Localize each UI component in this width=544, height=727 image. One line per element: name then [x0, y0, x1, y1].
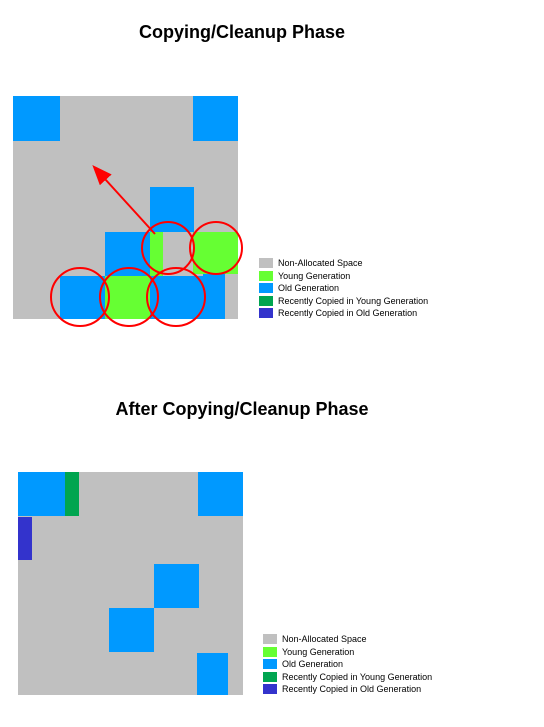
legend-label: Non-Allocated Space: [278, 258, 363, 269]
after-copying-phase-title: After Copying/Cleanup Phase: [115, 399, 369, 419]
recent-old-swatch: [259, 308, 273, 319]
legend-label: Recently Copied in Young Generation: [282, 671, 433, 682]
copy-direction-arrow: [92, 165, 156, 235]
legend-item: Young Generation: [263, 646, 432, 659]
legend-label: Young Generation: [282, 646, 355, 657]
heap-grid-after-copying: [18, 472, 243, 695]
legend-label: Recently Copied in Old Generation: [282, 684, 422, 695]
young-gen-swatch: [259, 270, 273, 281]
legend-item: Recently Copied in Old Generation: [259, 307, 428, 320]
old-gen-block: [109, 608, 154, 652]
legend-label: Non-Allocated Space: [282, 634, 367, 645]
highlight-circle: [189, 221, 243, 275]
recent-young-swatch: [263, 671, 277, 682]
legend-label: Old Generation: [282, 659, 344, 670]
legend-top: Non-Allocated Space Young Generation Old…: [259, 257, 428, 320]
old-gen-block: [150, 276, 225, 319]
highlight-circle: [141, 221, 195, 275]
legend-item: Recently Copied in Young Generation: [259, 295, 428, 308]
legend-item: Recently Copied in Old Generation: [263, 683, 432, 696]
recent-old-swatch: [263, 684, 277, 695]
old-gen-block: [18, 472, 65, 516]
legend-label: Recently Copied in Young Generation: [278, 295, 429, 306]
legend-label: Recently Copied in Old Generation: [278, 308, 418, 319]
old-gen-swatch: [259, 283, 273, 294]
legend-item: Old Generation: [259, 282, 428, 295]
highlight-circle: [99, 267, 159, 327]
recent-young-block: [65, 472, 79, 516]
legend-item: Old Generation: [263, 658, 432, 671]
young-gen-block: [150, 232, 163, 277]
old-gen-block: [13, 96, 60, 141]
young-gen-swatch: [263, 646, 277, 657]
old-gen-swatch: [263, 659, 277, 670]
young-gen-block: [105, 276, 150, 319]
old-gen-block: [197, 653, 228, 695]
old-gen-block: [60, 276, 105, 319]
old-gen-block: [193, 96, 238, 141]
highlight-circle: [146, 267, 206, 327]
legend-item: Non-Allocated Space: [263, 633, 432, 646]
old-gen-block: [198, 472, 243, 516]
legend-label: Old Generation: [278, 283, 340, 294]
recent-young-swatch: [259, 295, 273, 306]
old-gen-block: [203, 274, 225, 276]
copying-phase-title: Copying/Cleanup Phase: [138, 22, 346, 42]
legend-item: Young Generation: [259, 270, 428, 283]
non-allocated-swatch: [259, 258, 273, 269]
old-gen-block: [154, 564, 199, 608]
legend-label: Young Generation: [278, 270, 351, 281]
young-gen-block: [193, 232, 238, 274]
highlight-circle: [50, 267, 110, 327]
legend-item: Non-Allocated Space: [259, 257, 428, 270]
non-allocated-swatch: [263, 634, 277, 645]
legend-bottom: Non-Allocated Space Young Generation Old…: [263, 633, 432, 696]
recent-old-block: [18, 517, 32, 560]
legend-item: Recently Copied in Young Generation: [263, 671, 432, 684]
